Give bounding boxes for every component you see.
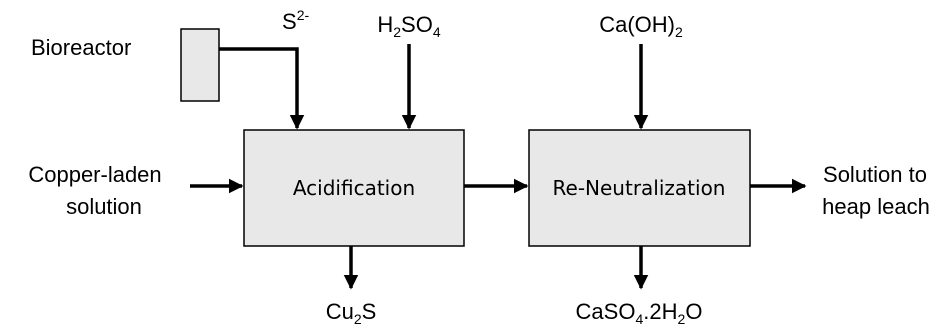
heap-leach-label-line2: heap leach [822,194,930,219]
heap-leach-label: Solution to [823,162,927,187]
sulfide-label: S2- [282,7,309,34]
acid-label: H2SO4 [377,12,440,40]
bioreactor-box [180,28,220,102]
reneutralization-box [528,129,751,247]
gypsum-label: CaSO4.2H2O [576,299,703,327]
reneutralization-label: Re-Neutralization [553,176,726,200]
lime-label: Ca(OH)2 [599,12,683,40]
copper-solution-label: Copper-laden [28,162,161,187]
bioreactor-label: Bioreactor [31,35,131,60]
sulfide-feed-arrow [219,47,305,130]
acidification-box [243,129,465,247]
copper-solution-label-line2: solution [66,194,142,219]
acidification-label: Acidification [293,176,415,200]
cu2s-label: Cu2S [326,299,377,327]
